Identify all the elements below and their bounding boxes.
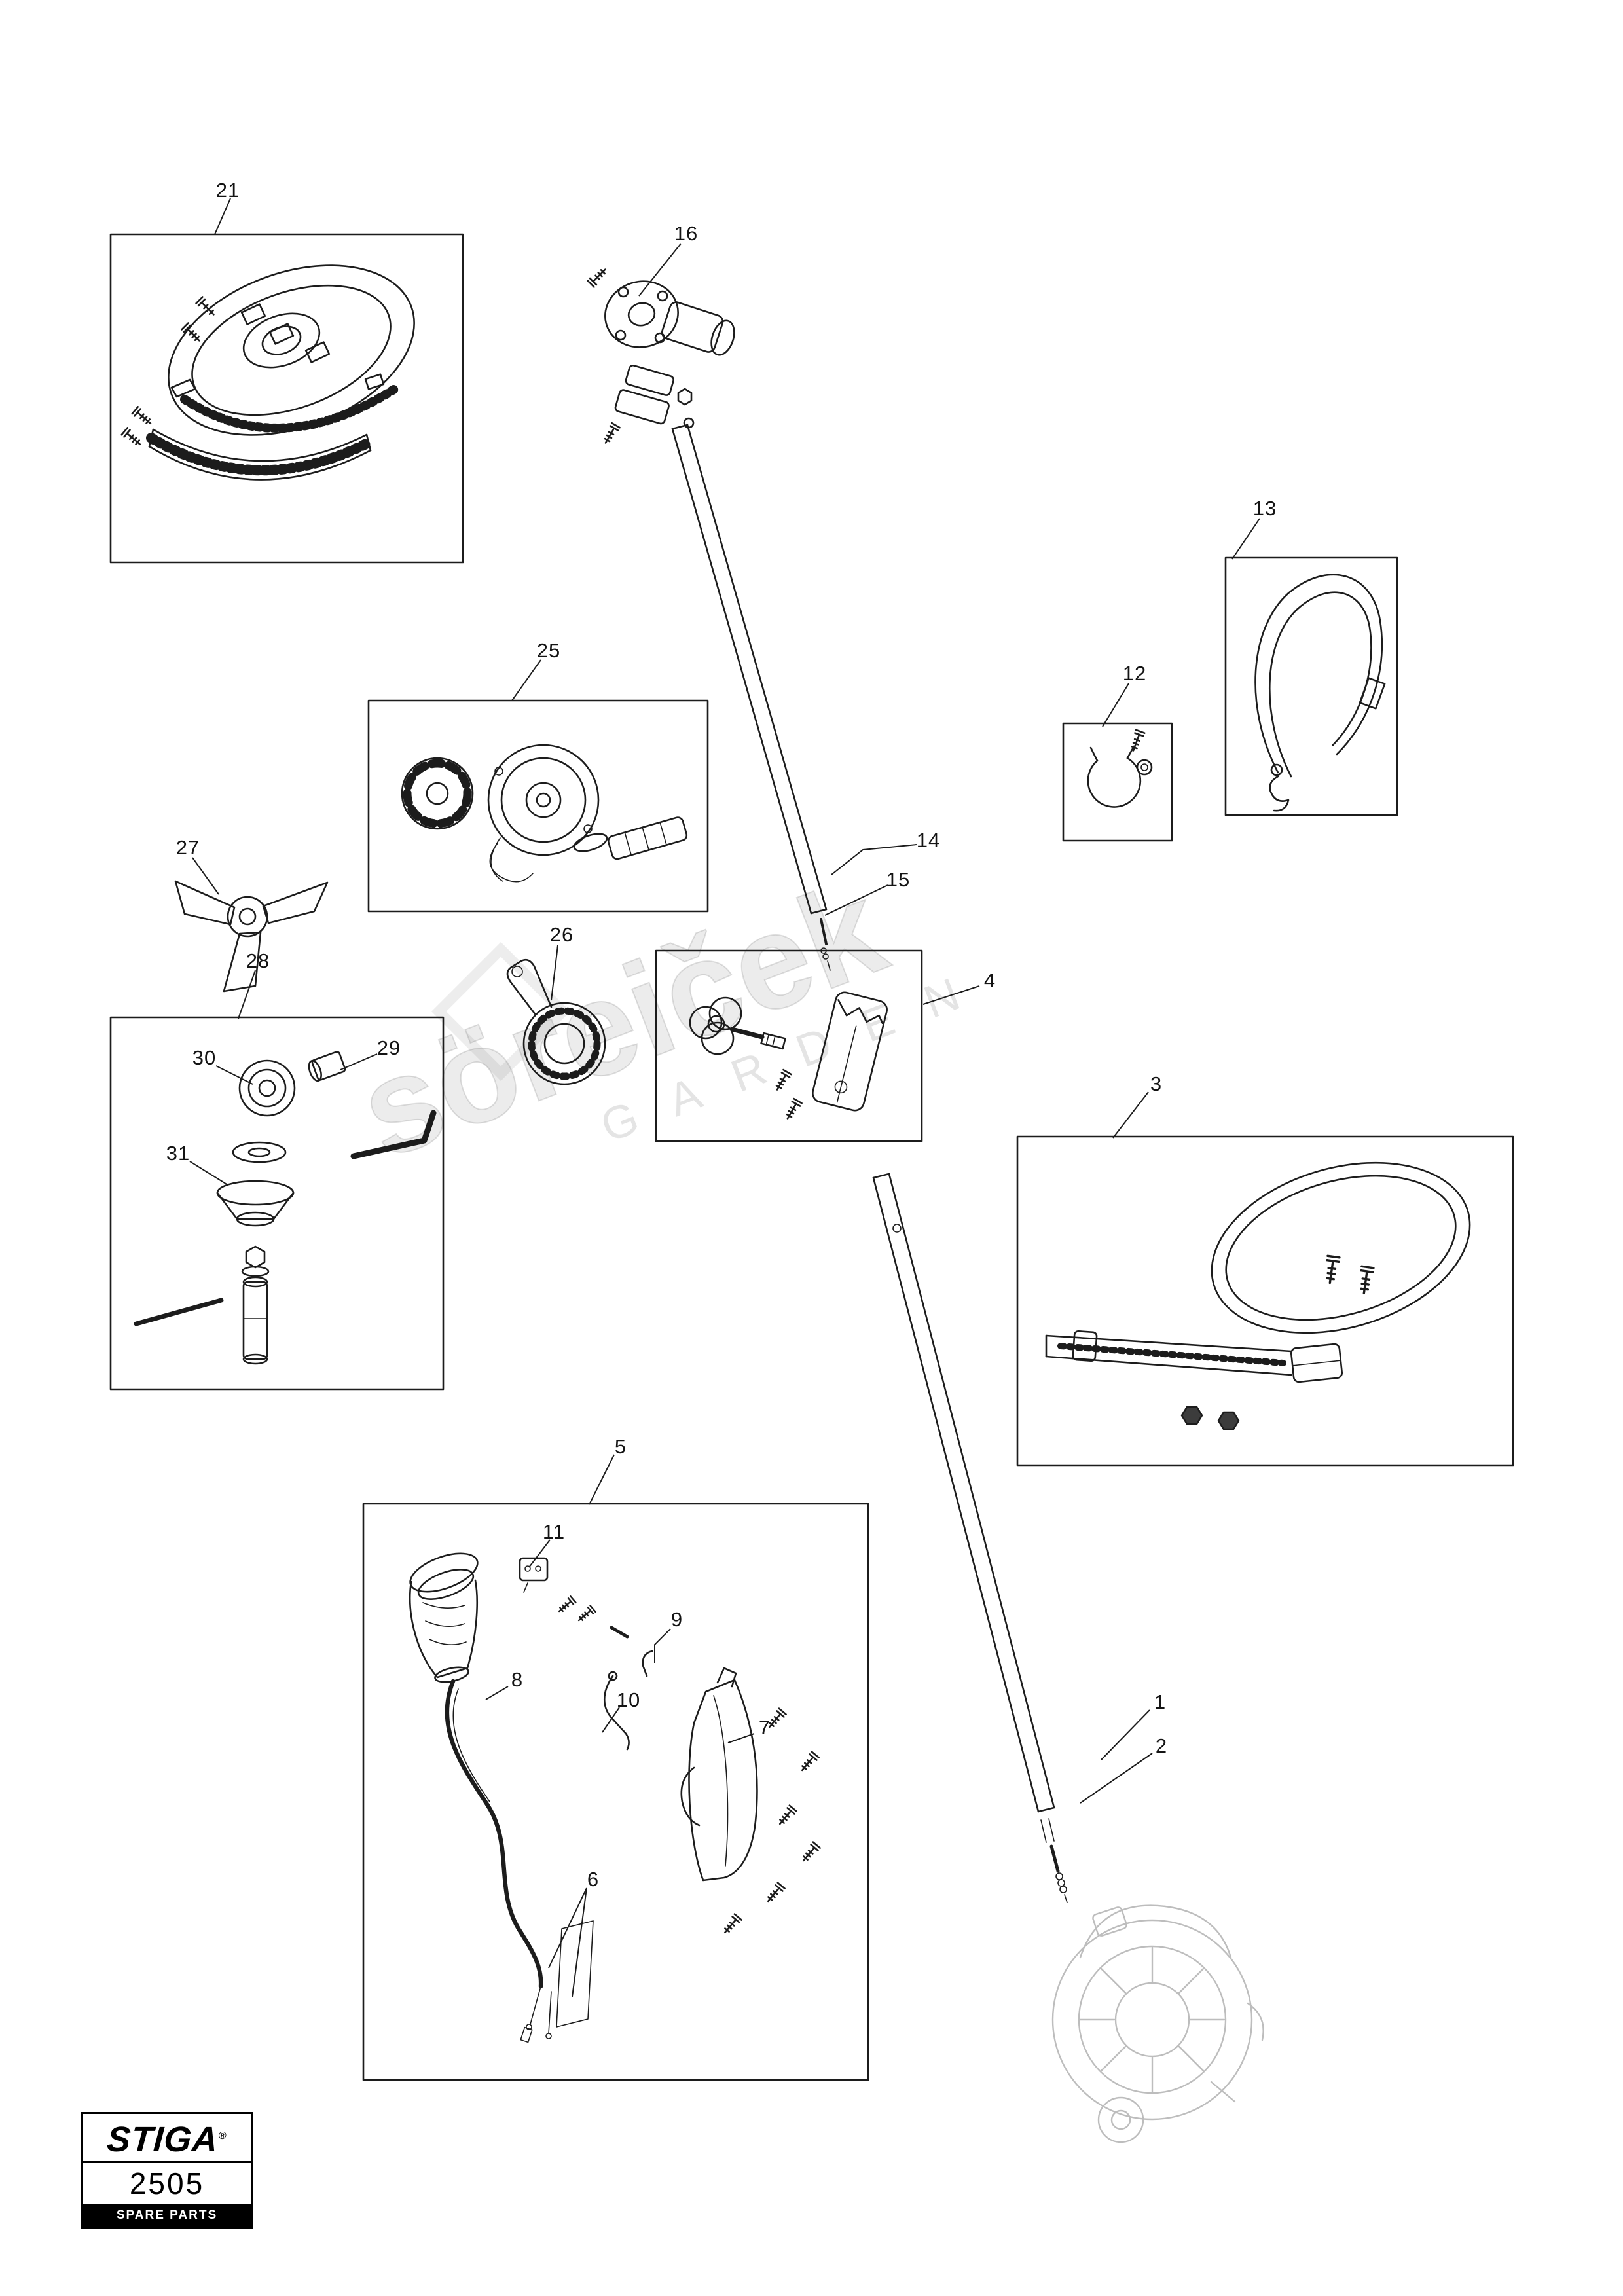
callout-4: 4	[983, 969, 996, 992]
box-3	[1016, 1135, 1514, 1467]
coupler-drawing	[689, 991, 888, 1122]
callout-29: 29	[376, 1036, 401, 1059]
model-number: 2505	[83, 2161, 251, 2204]
callout-12: 12	[1122, 662, 1147, 685]
box-21	[109, 233, 464, 564]
box-12	[1062, 722, 1173, 842]
callout-28: 28	[246, 949, 270, 972]
trimmer-head-drawing	[401, 744, 688, 883]
upper-coupling-drawing	[587, 265, 735, 446]
upper-shaft-drawing	[671, 424, 831, 971]
callout-27: 27	[175, 836, 200, 859]
callout-7: 7	[758, 1716, 771, 1739]
callout-15: 15	[886, 868, 911, 891]
callout-21: 21	[215, 179, 240, 202]
callout-5: 5	[614, 1435, 627, 1458]
registered-mark: ®	[218, 2130, 228, 2141]
shoulder-strap-drawing	[1254, 574, 1386, 812]
leader-lines	[189, 198, 1260, 1997]
guard-assembly-drawing	[120, 264, 415, 481]
brand-logo: STIGA® 2505 SPARE PARTS	[81, 2112, 253, 2229]
blade-kit-drawing	[134, 1051, 437, 1365]
callout-1: 1	[1154, 1690, 1167, 1713]
callout-25: 25	[536, 639, 561, 662]
box-13	[1224, 556, 1398, 816]
box-28	[109, 1016, 445, 1391]
blade-drawing	[174, 880, 329, 993]
callout-9: 9	[670, 1608, 684, 1631]
lower-shaft-drawing	[872, 1173, 1068, 1903]
brand-name: STIGA®	[81, 2114, 252, 2161]
callout-16: 16	[674, 222, 699, 245]
callout-3: 3	[1150, 1072, 1163, 1095]
callout-30: 30	[192, 1046, 217, 1069]
spare-parts-label: SPARE PARTS	[83, 2204, 251, 2227]
throttle-assembly-drawing	[409, 1552, 821, 2043]
hanger-clamp-drawing	[1087, 729, 1153, 808]
callout-13: 13	[1252, 497, 1277, 520]
callout-6: 6	[587, 1868, 600, 1891]
box-4	[655, 949, 923, 1142]
callout-26: 26	[549, 923, 574, 946]
guard-flange-drawing	[506, 958, 606, 1085]
box-25	[367, 699, 709, 913]
callout-8: 8	[511, 1668, 524, 1691]
group-boxes	[109, 233, 1514, 2081]
callout-14: 14	[916, 829, 941, 852]
brand-text: STIGA	[105, 2120, 220, 2159]
callout-11: 11	[542, 1520, 566, 1543]
engine-drawing	[1051, 1904, 1264, 2143]
loop-handle-drawing	[1045, 1161, 1471, 1430]
callout-31: 31	[166, 1142, 191, 1165]
box-5	[362, 1503, 869, 2081]
callout-10: 10	[616, 1688, 641, 1711]
callout-2: 2	[1155, 1734, 1168, 1757]
